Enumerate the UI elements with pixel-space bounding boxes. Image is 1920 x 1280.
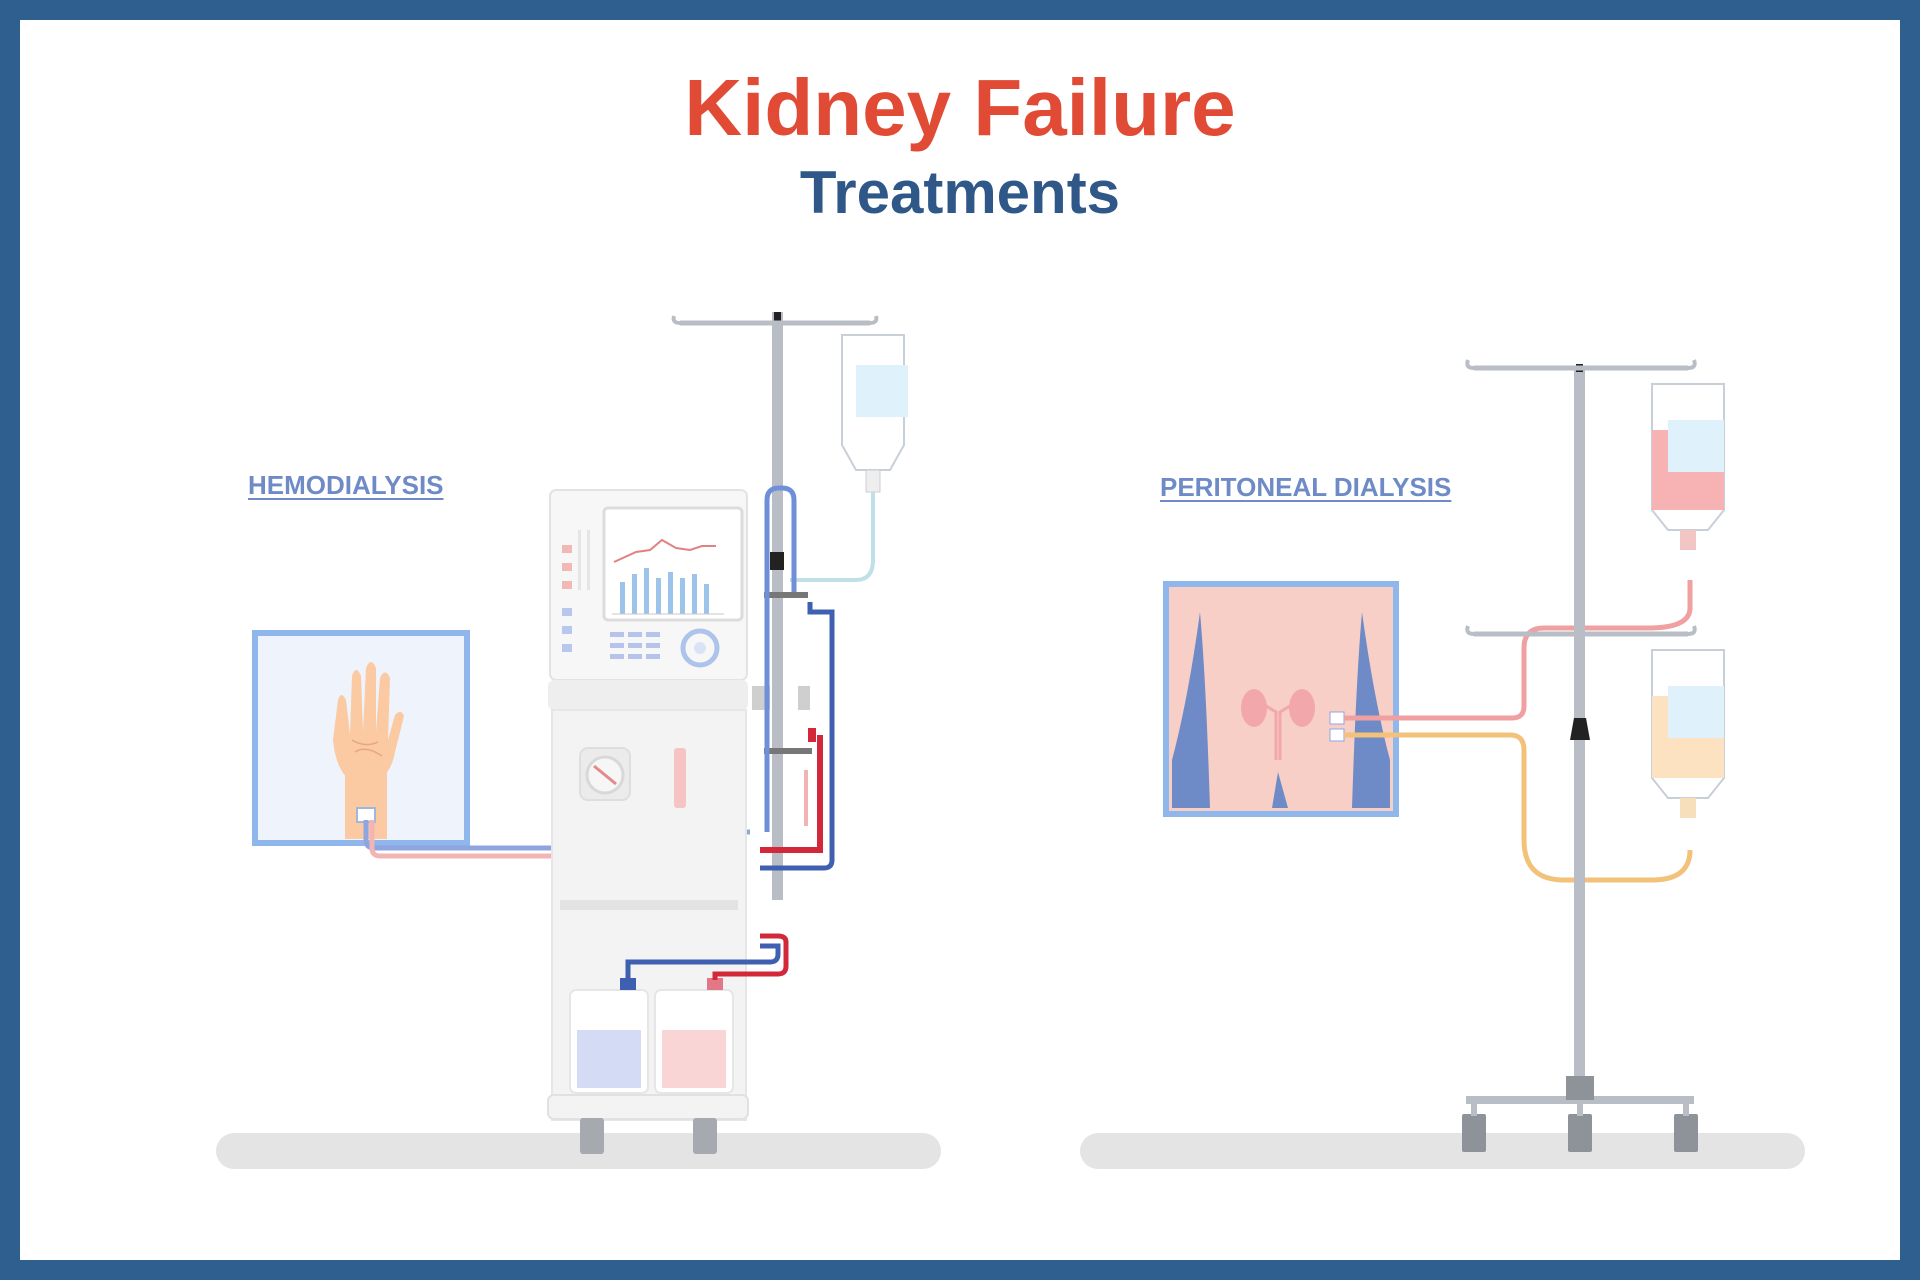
floor-shadow-left — [216, 1133, 941, 1169]
monitor-chart-icon — [602, 506, 744, 622]
pump-icon — [579, 747, 631, 801]
iv-bag-icon — [790, 334, 908, 582]
arm-panel — [252, 630, 470, 846]
iv-pole-hemo — [671, 312, 879, 900]
hemodialysis-illustration — [252, 312, 908, 1154]
abdomen-panel — [1163, 581, 1399, 817]
control-buttons — [562, 530, 590, 652]
iv-bag-icon — [1651, 383, 1725, 550]
hemodialysis-label: HEMODIALYSIS — [248, 470, 444, 500]
canister-icon — [569, 978, 734, 1094]
floor-shadow-right — [1080, 1133, 1805, 1169]
peritoneal-dialysis-label: PERITONEAL DIALYSIS — [1160, 472, 1452, 502]
peritoneal-illustration — [1163, 359, 1725, 1152]
page-subtitle: Treatments — [799, 159, 1121, 226]
iv-bag-icon — [1651, 649, 1725, 818]
kidney-icon — [1241, 689, 1315, 760]
iv-pole-pd — [1462, 359, 1698, 1152]
dialysis-machine — [547, 489, 749, 1154]
page-title: Kidney Failure — [684, 63, 1236, 152]
keypad — [610, 628, 720, 668]
